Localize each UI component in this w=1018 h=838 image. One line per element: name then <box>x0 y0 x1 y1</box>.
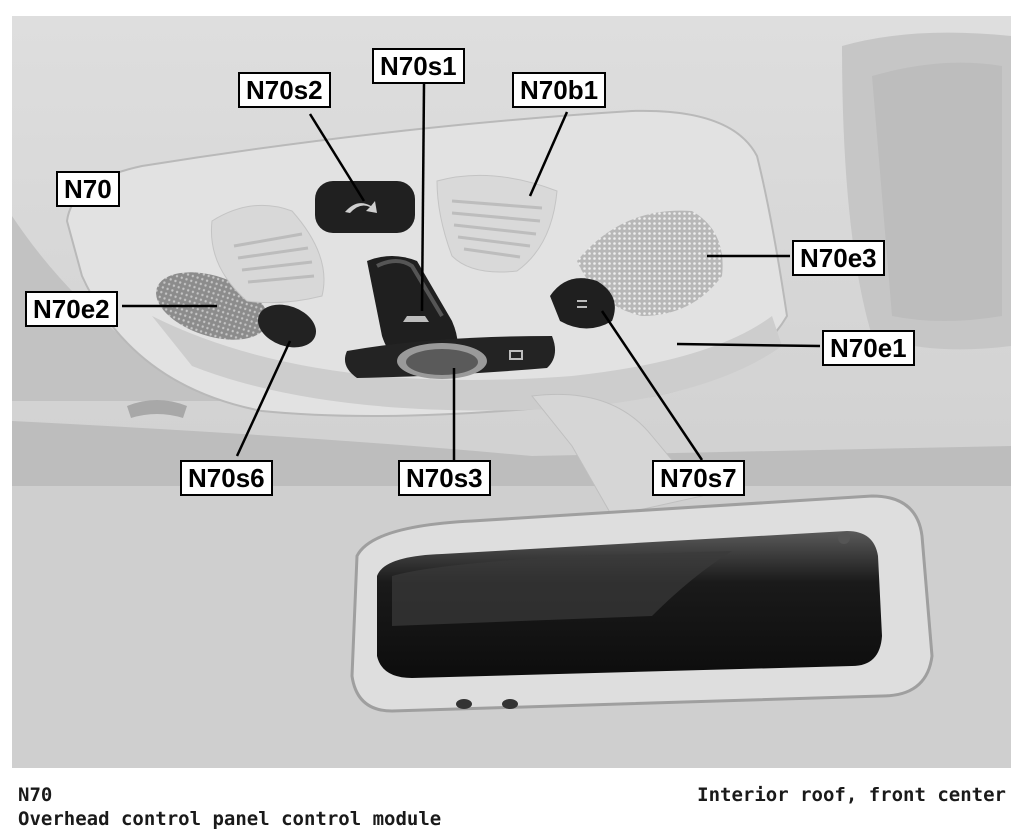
label-n70s3: N70s3 <box>398 460 491 496</box>
label-n70e1: N70e1 <box>822 330 915 366</box>
label-n70s7: N70s7 <box>652 460 745 496</box>
label-n70s2: N70s2 <box>238 72 331 108</box>
label-n70e3: N70e3 <box>792 240 885 276</box>
label-n70s6: N70s6 <box>180 460 273 496</box>
sensor-icon <box>509 350 523 360</box>
caption-code: N70 <box>18 784 53 806</box>
right-lamp-button[interactable] <box>550 278 615 329</box>
overhead-control-panel-photo <box>12 16 1011 768</box>
headliner-clip <box>127 400 187 418</box>
microphone-grille <box>436 174 558 273</box>
map-lamp-right-lens <box>577 210 723 316</box>
label-n70e2: N70e2 <box>25 291 118 327</box>
lamp-icon <box>403 316 429 322</box>
left-lamp-button[interactable] <box>252 297 322 355</box>
caption-location: Interior roof, front center <box>697 784 1006 806</box>
sunroof-switch[interactable] <box>315 181 415 233</box>
caption-name: Overhead control panel control module <box>18 808 442 830</box>
sunroof-icon <box>345 201 377 213</box>
label-n70: N70 <box>56 171 120 207</box>
console-housing <box>65 109 789 417</box>
label-n70s1: N70s1 <box>372 48 465 84</box>
speaker-grille-icon <box>577 300 587 308</box>
label-n70b1: N70b1 <box>512 72 607 108</box>
